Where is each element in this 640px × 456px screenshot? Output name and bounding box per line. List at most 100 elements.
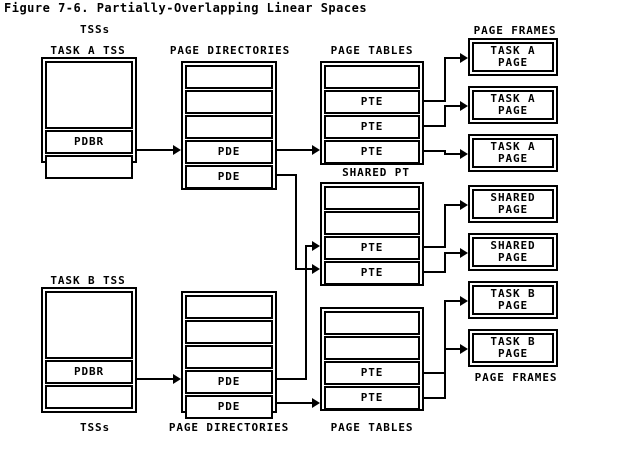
wire-pde-b2-to-pt-b: [277, 402, 312, 404]
wire-pte-s1-h2: [444, 204, 460, 206]
wire-pte-b2-h1: [424, 397, 446, 399]
wire-pte-s2-h2: [444, 252, 460, 254]
wire-pte-a3-v: [444, 150, 446, 154]
wire-pte-b1-h2: [444, 300, 460, 302]
wire-pte-a1-h1: [424, 100, 446, 102]
task-b-tss-box: PDBR: [41, 287, 137, 413]
shared-page-table-row-1: [324, 211, 420, 235]
page-frame-line2-0: PAGE: [497, 56, 529, 69]
wire-pte-a2-h2: [444, 105, 460, 107]
page-frame-line2-2: PAGE: [497, 152, 529, 165]
arrowhead-pte-b2: [460, 344, 468, 354]
figure-title: Figure 7-6. Partially-Overlapping Linear…: [4, 1, 368, 15]
page-table-a-row-2: PTE: [324, 115, 420, 139]
wire-pde-a2-h1: [277, 174, 297, 176]
label-tss-bottom: TSSs: [79, 421, 111, 434]
arrowhead-pte-s1: [460, 200, 468, 210]
label-page-tables-top: PAGE TABLES: [330, 44, 414, 57]
wire-pte-b1-h1: [424, 372, 446, 374]
page-frame-line2-6: PAGE: [497, 347, 529, 360]
wire-pte-a3-h1: [424, 150, 446, 152]
wire-pte-s1-v: [444, 204, 446, 248]
wire-pte-s1-h1: [424, 246, 446, 248]
task-a-tss-row-1: PDBR: [45, 130, 133, 154]
label-task-a-tss: TASK A TSS: [50, 44, 126, 57]
page-frame-line1-4: SHARED: [490, 239, 536, 252]
page-directory-b-row-2: [185, 345, 273, 369]
page-directory-a-row-1: [185, 90, 273, 114]
page-table-b-row-1: [324, 336, 420, 360]
label-shared-pt: SHARED PT: [342, 166, 410, 179]
wire-pde-a2-h2: [295, 268, 312, 270]
page-table-b-row-0: [324, 311, 420, 335]
wire-pde-a2-v: [295, 174, 297, 269]
wire-pde-b1-v: [305, 245, 307, 380]
arrowhead-pde-b1: [312, 241, 320, 251]
wire-pdbr-b-to-pd-b: [137, 378, 173, 380]
wire-pte-s2-h1: [424, 271, 446, 273]
page-table-b-row-2: PTE: [324, 361, 420, 385]
task-a-tss-box: PDBR: [41, 57, 137, 179]
page-frame-line1-0: TASK A: [490, 44, 536, 57]
wire-pde-a1-to-pt-a: [277, 149, 312, 151]
wire-pde-b1-h1: [277, 378, 307, 380]
task-b-tss-row-2: [45, 385, 133, 409]
label-page-directories-top: PAGE DIRECTORIES: [169, 44, 291, 57]
task-b-tss-row-0: [45, 291, 133, 359]
label-page-frames-bottom: PAGE FRAMES: [474, 371, 558, 384]
arrowhead-pte-b1: [460, 296, 468, 306]
arrowhead-pte-a1: [460, 53, 468, 63]
wire-pte-a1-v: [444, 57, 446, 102]
wire-pte-a2-v: [444, 105, 446, 127]
wire-pte-b2-h2: [444, 348, 460, 350]
label-task-b-tss: TASK B TSS: [50, 274, 126, 287]
page-frame-line2-1: PAGE: [497, 104, 529, 117]
wire-pte-b2-v: [444, 348, 446, 399]
shared-page-table-row-3: PTE: [324, 261, 420, 285]
page-frame-line1-2: TASK A: [490, 140, 536, 153]
page-directory-b-row-0: [185, 295, 273, 319]
page-directory-a-row-3: PDE: [185, 140, 273, 164]
page-table-a-row-1: PTE: [324, 90, 420, 114]
arrowhead-pde-a2: [312, 264, 320, 274]
shared-page-table-row-0: [324, 186, 420, 210]
wire-pde-b1-h2: [305, 245, 312, 247]
shared-page-table-row-2: PTE: [324, 236, 420, 260]
label-page-tables-bottom: PAGE TABLES: [330, 421, 414, 434]
arrowhead-pdbr-b: [173, 374, 181, 384]
label-tss-top: TSSs: [79, 23, 111, 36]
wire-pte-a1-h2: [444, 57, 460, 59]
page-table-b-row-3: PTE: [324, 386, 420, 410]
page-directory-a-row-4: PDE: [185, 165, 273, 189]
arrowhead-pte-a3: [460, 149, 468, 159]
task-a-tss-row-0: [45, 61, 133, 129]
arrowhead-pte-a2: [460, 101, 468, 111]
task-b-tss-row-1: PDBR: [45, 360, 133, 384]
page-frame-line1-5: TASK B: [490, 287, 536, 300]
page-frame-line1-6: TASK B: [490, 335, 536, 348]
page-directory-b-row-4: PDE: [185, 395, 273, 419]
page-frame-line2-4: PAGE: [497, 251, 529, 264]
page-frame-line2-5: PAGE: [497, 299, 529, 312]
label-page-frames-top: PAGE FRAMES: [473, 24, 557, 37]
arrowhead-pdbr-a: [173, 145, 181, 155]
page-directory-b-row-3: PDE: [185, 370, 273, 394]
wire-pte-s2-v: [444, 252, 446, 273]
page-directory-b-row-1: [185, 320, 273, 344]
